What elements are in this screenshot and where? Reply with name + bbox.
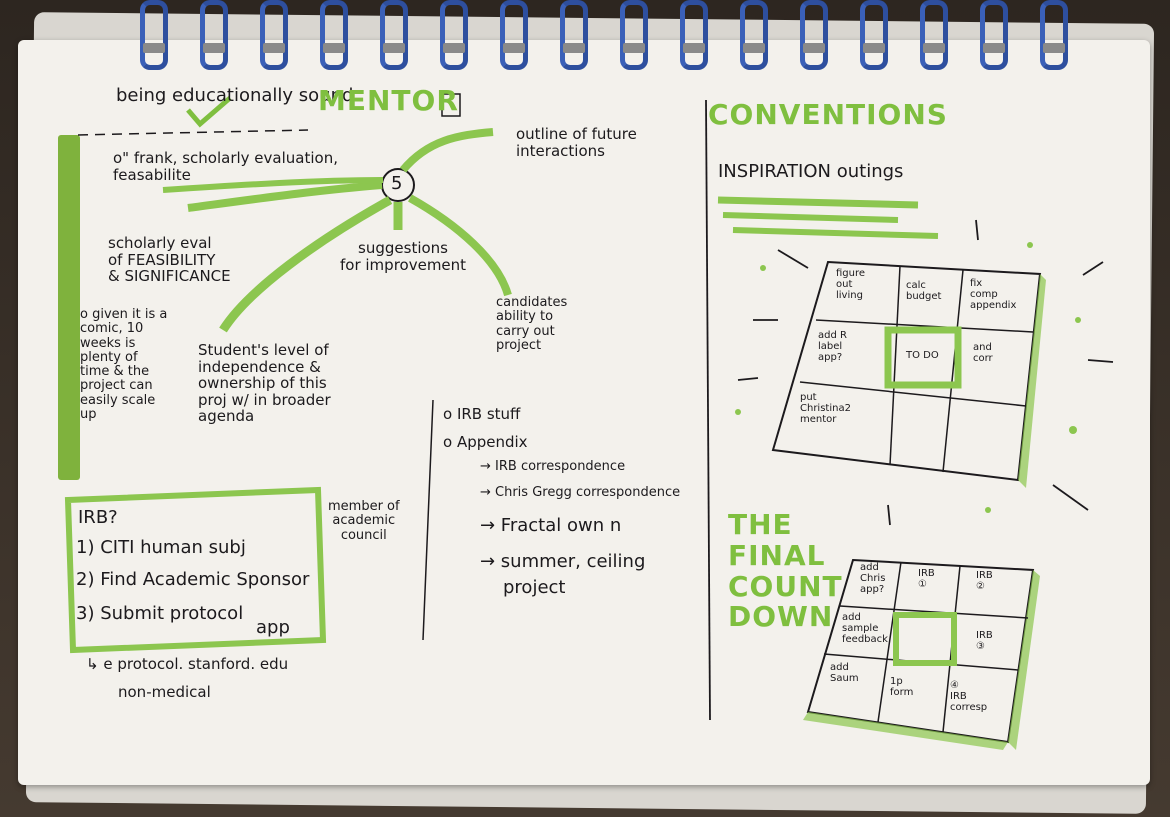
appendix-item-3: → Fractal own n — [480, 515, 622, 536]
item-frank-evaluation: o" frank, scholarly evaluation, feasabil… — [113, 149, 338, 184]
grid1-cell-2: calc budget — [906, 280, 942, 302]
ink-drawings — [64, 93, 1114, 750]
item-scholarly-eval: scholarly eval of FEASIBILITY & SIGNIFIC… — [108, 234, 231, 285]
irb-link-2: non-medical — [118, 683, 211, 701]
item-students-level: Student's level of independence & owners… — [198, 341, 331, 425]
conventions-title: CONVENTIONS — [708, 98, 948, 131]
grid1-cell-3: fix comp appendix — [970, 278, 1017, 311]
grid1-cell-1: figure out living — [836, 268, 866, 301]
grid2-cell-6: IRB ③ — [976, 630, 993, 652]
irb-box-outline — [64, 486, 327, 654]
branch-candidates — [408, 194, 512, 297]
grid2-cell-7: add Saum — [830, 662, 859, 684]
grid2-cell-3: IRB ② — [976, 570, 993, 592]
grid2-cell-1: add Chris app? — [860, 562, 886, 595]
final-countdown: THE FINAL COUNT DOWN — [728, 508, 843, 634]
grid1-cell-4: add R label app? — [818, 330, 847, 363]
checkmark-icon — [186, 96, 232, 128]
irb-side-note: member of academic council — [328, 499, 400, 543]
branch-students — [219, 196, 393, 333]
notebook-page: being educationally sound MENTOR 5 o" fr… — [18, 40, 1150, 785]
header-dashed-line — [77, 129, 309, 136]
green-sticky-tab — [58, 135, 80, 480]
branch-scholarly — [187, 181, 383, 212]
branch-frank — [162, 177, 384, 193]
hub-number: 5 — [391, 173, 403, 194]
irb-title: IRB? — [78, 507, 118, 528]
irb-step-1: 1) CITI human subj — [76, 537, 246, 558]
mentor-title: MENTOR — [318, 84, 459, 117]
item-suggestions: suggestions for improvement — [340, 239, 467, 274]
item-given-comic: o given it is a comic, 10 weeks is plent… — [80, 307, 168, 423]
grid1-cell-5: TO DO — [906, 350, 939, 361]
todo-grid-1 — [771, 260, 1046, 488]
appendix-item-4b: project — [503, 577, 566, 598]
spiral-binding — [140, 0, 1120, 70]
grid2-cell-2: IRB ① — [918, 568, 935, 590]
grid1-cell-7: put Christina2 mentor — [800, 392, 851, 425]
todo-grid-2 — [803, 558, 1040, 750]
notebook-icon — [441, 93, 461, 117]
irb-step-2: 2) Find Academic Sponsor — [76, 569, 310, 590]
column-rule — [422, 399, 434, 641]
appendix-item-2: → Chris Gregg correspondence — [480, 485, 681, 500]
header-note: being educationally sound — [116, 85, 354, 106]
irb-stuff-label: o IRB stuff — [443, 405, 521, 423]
irb-link: ↳ e protocol. stanford. edu — [86, 655, 289, 673]
item-outline-interactions: outline of future interactions — [516, 125, 637, 160]
grid2-cell-4: add sample feedback — [842, 612, 888, 645]
appendix-item-1: → IRB correspondence — [480, 459, 626, 474]
item-candidates: candidates ability to carry out project — [496, 295, 568, 353]
grid2-cell-9: ④ IRB corresp — [950, 680, 988, 713]
appendix-label: o Appendix — [443, 433, 528, 451]
inspiration-subtitle: INSPIRATION outings — [718, 161, 904, 182]
irb-step-3-suffix: app — [256, 617, 290, 638]
branch-outline — [399, 128, 494, 173]
irb-step-3: 3) Submit protocol — [76, 603, 244, 624]
grid1-cell-6: and corr — [973, 342, 993, 364]
grid2-cell-8: 1p form — [890, 676, 914, 698]
appendix-item-4: → summer, ceiling — [480, 551, 646, 572]
page-divider — [705, 99, 711, 721]
